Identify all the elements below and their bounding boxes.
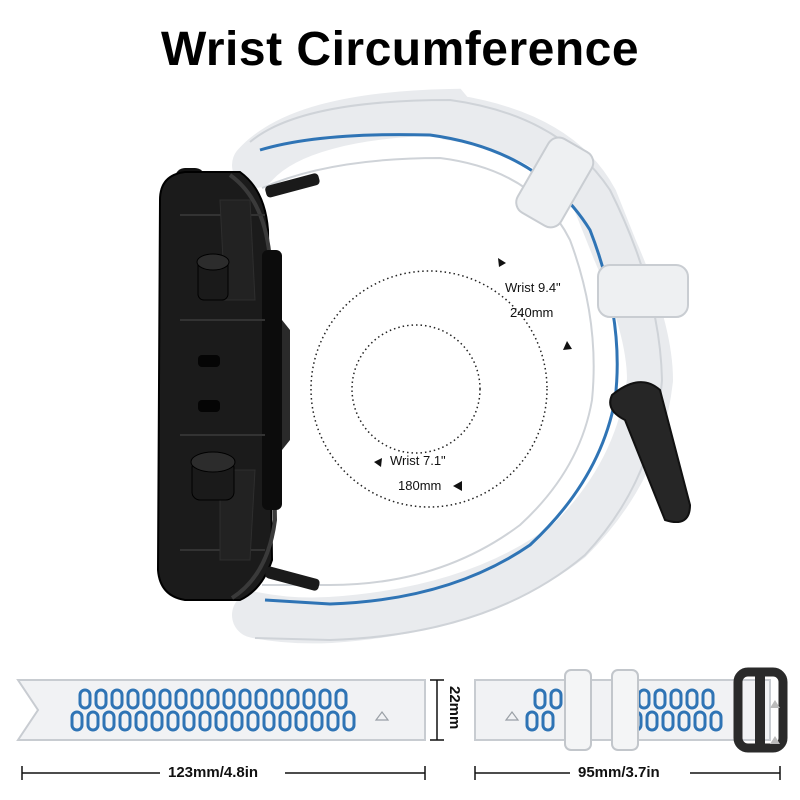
buckle-icon xyxy=(733,667,788,753)
band-outer xyxy=(232,88,674,644)
strap-keeper xyxy=(564,669,592,751)
dimension-line-short xyxy=(474,766,781,780)
band-keeper-middle xyxy=(597,264,689,318)
large-wrist-size: 240mm xyxy=(510,305,554,320)
band-accent-stripe xyxy=(259,133,619,606)
watch-button-bottom xyxy=(190,451,236,501)
small-wrist-circle xyxy=(351,324,481,454)
buckle-tang xyxy=(609,381,692,524)
strap-long-length: 123mm/4.8in xyxy=(168,764,259,781)
band-keeper-top xyxy=(515,136,595,229)
large-wrist-circle xyxy=(310,270,548,508)
strap-short xyxy=(474,667,788,753)
arrow-head-icon xyxy=(374,458,382,467)
large-wrist-label: Wrist 9.4" xyxy=(505,280,561,295)
page-title: Wrist Circumference xyxy=(160,23,640,76)
strap-long xyxy=(16,679,426,741)
dimension-line-width xyxy=(430,679,444,741)
small-wrist-size: 180mm xyxy=(398,478,442,493)
arrow-head-icon xyxy=(498,258,506,267)
dimension-line-long xyxy=(21,766,426,780)
arrow-head-icon xyxy=(563,341,572,350)
band-inner-edge xyxy=(261,156,595,586)
strap-width-label: 22mm xyxy=(446,686,463,730)
small-wrist-label: Wrist 7.1" xyxy=(390,453,446,468)
watch-case xyxy=(156,168,320,601)
arrow-head-icon xyxy=(453,481,462,491)
strap-short-length: 95mm/3.7in xyxy=(578,764,660,781)
strap-keeper xyxy=(611,669,639,751)
watch-button-top xyxy=(196,253,230,301)
